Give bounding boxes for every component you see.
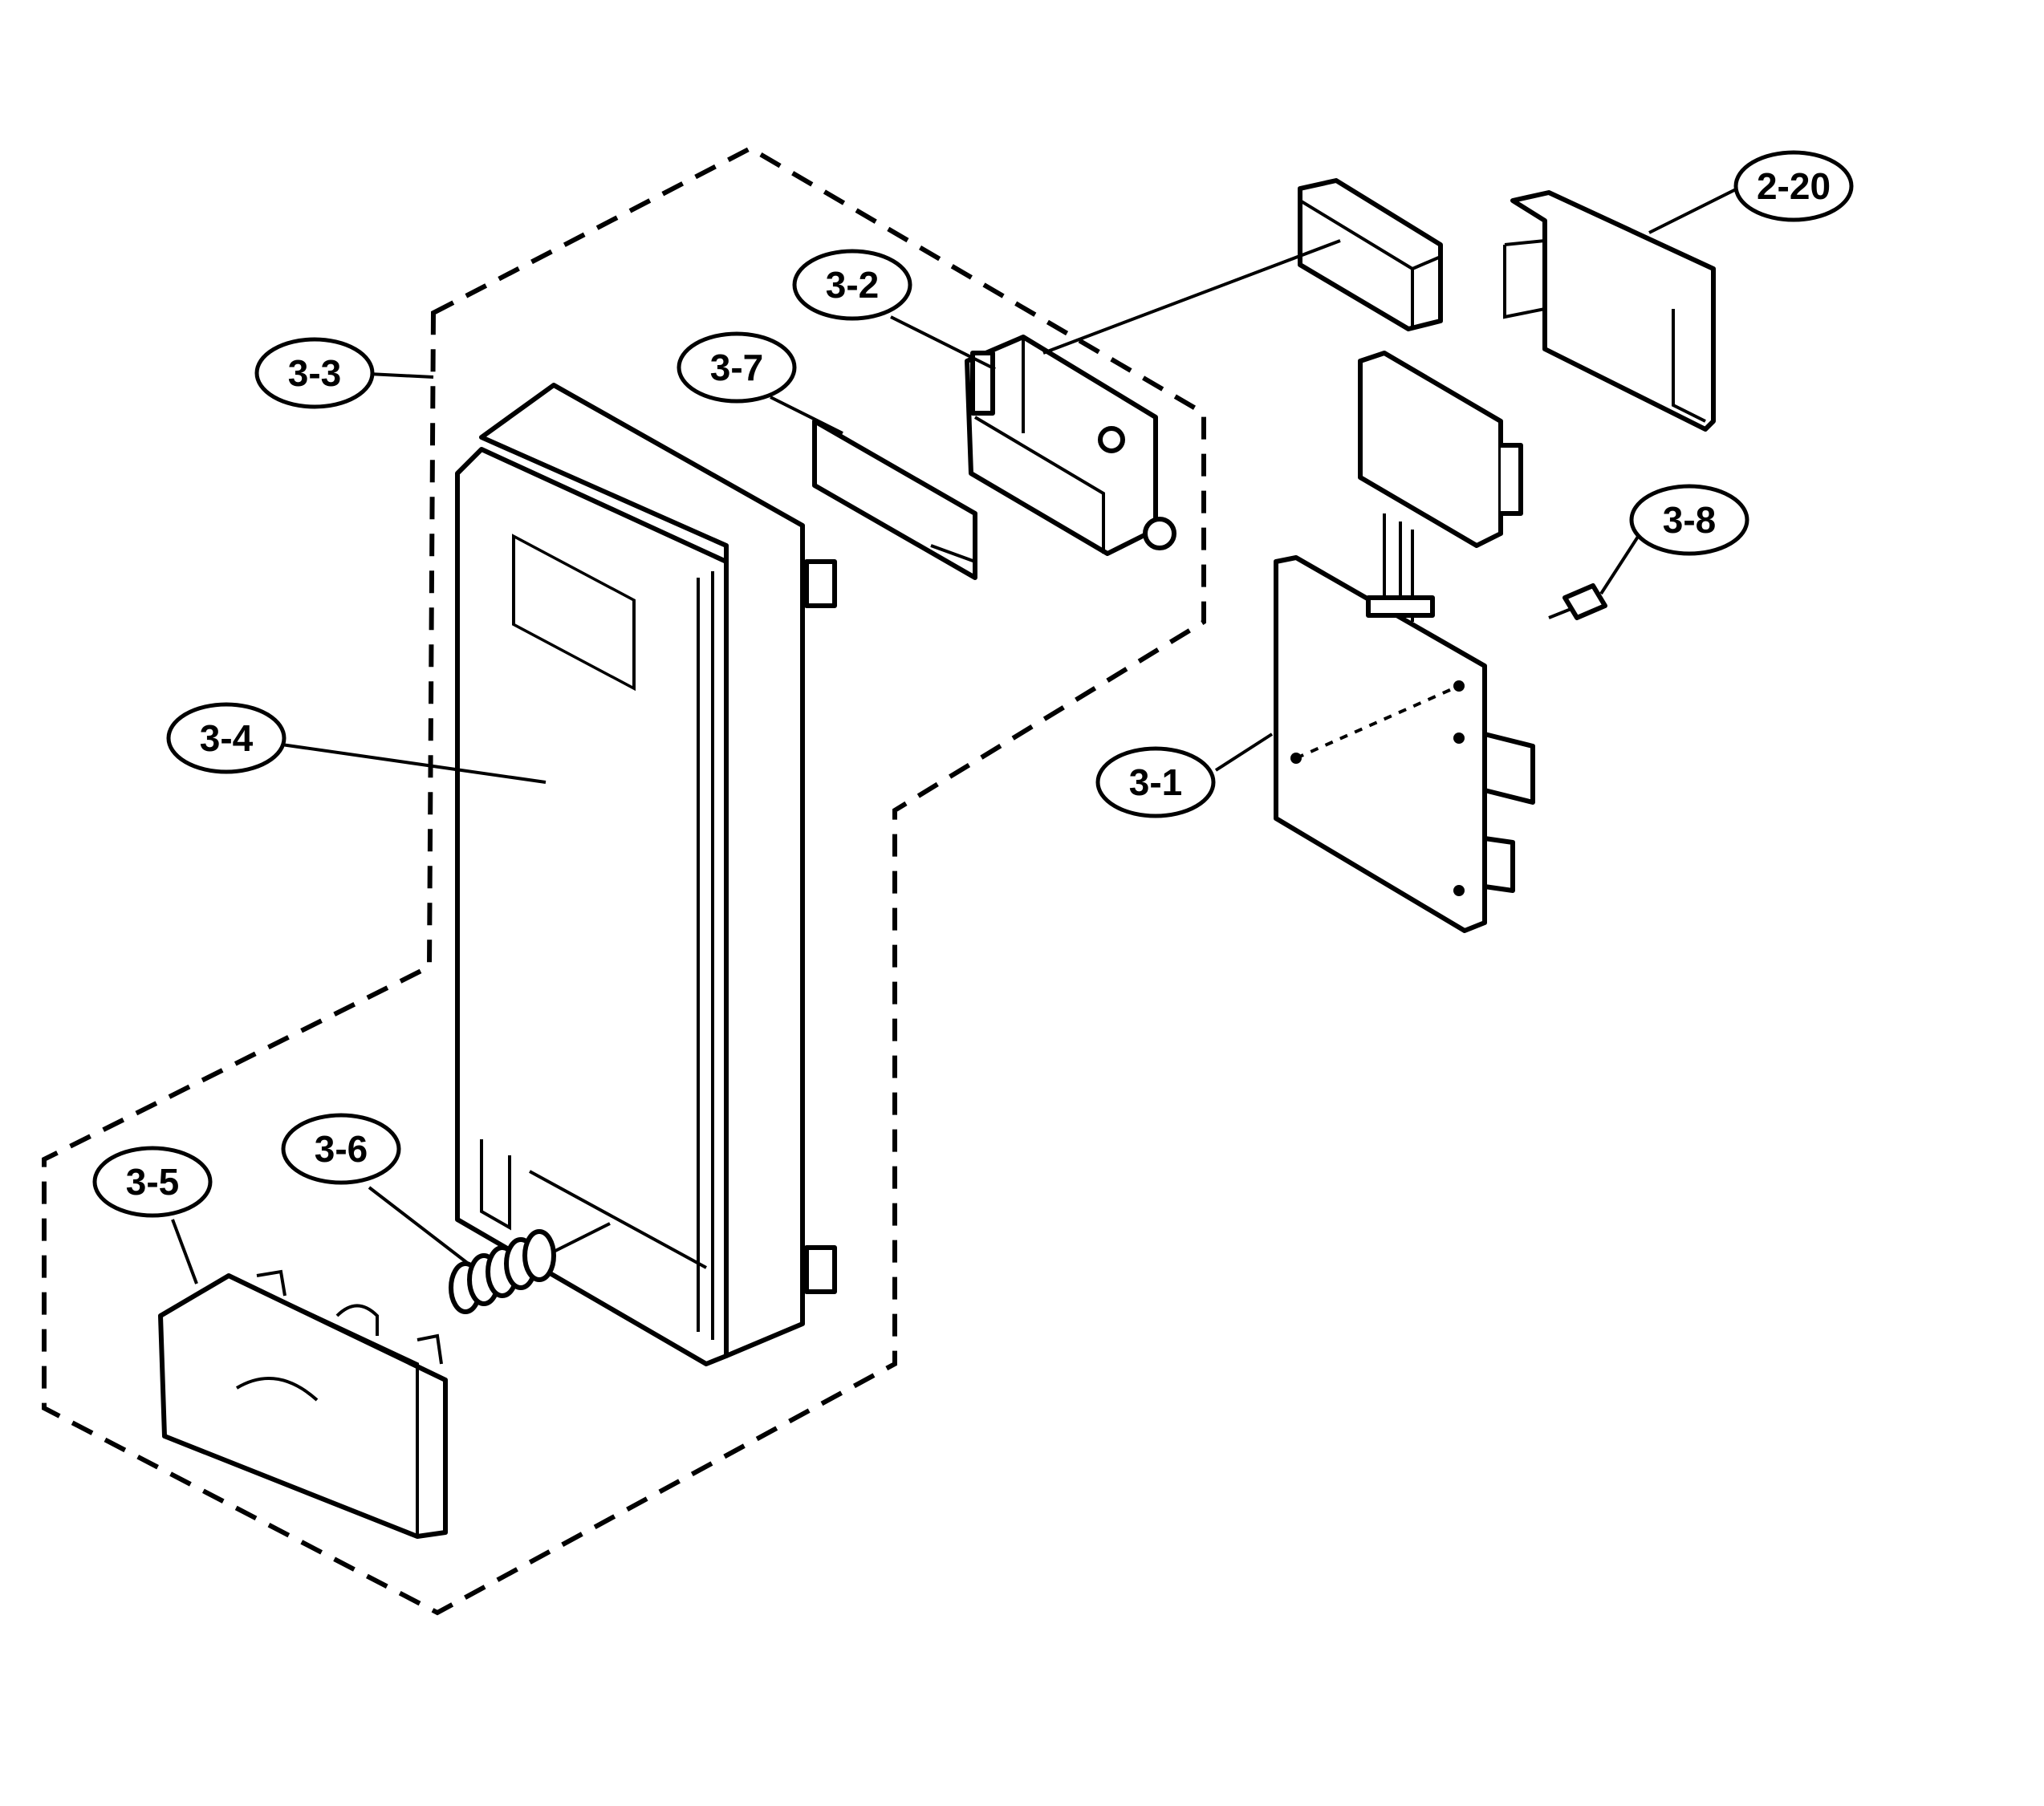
part-bracket-3-2 (965, 335, 1176, 556)
callout-label: 3-3 (288, 352, 341, 394)
callout-label: 2-20 (1757, 165, 1831, 207)
part-screw-3-8 (1548, 583, 1607, 620)
part-display-panel (1358, 351, 1523, 622)
part-display-module (1298, 178, 1443, 331)
callout-label: 3-5 (126, 1161, 179, 1203)
callout-label: 3-6 (315, 1128, 368, 1170)
callout-3-7: 3-7 (677, 331, 797, 404)
part-control-panel-3-4 (455, 383, 837, 1366)
part-spring-3-6 (449, 1222, 611, 1314)
leader-3-5 (171, 1219, 198, 1284)
callout-2-20: 2-20 (1733, 150, 1854, 222)
leader-3-1 (1214, 733, 1274, 772)
callout-3-3: 3-3 (254, 337, 375, 409)
leader-2-20 (1648, 187, 1738, 234)
callout-label: 3-4 (200, 717, 254, 759)
callout-3-1: 3-1 (1095, 746, 1216, 818)
callout-label: 3-2 (826, 264, 879, 306)
leader-display (1042, 239, 1341, 355)
part-cover-2-20 (1503, 190, 1716, 432)
callout-label: 3-8 (1663, 499, 1716, 541)
leader-3-2 (890, 315, 996, 371)
part-plate-3-7 (812, 419, 977, 580)
part-circuit-board-3-1 (1274, 555, 1535, 933)
callout-3-4: 3-4 (166, 702, 286, 774)
callout-label: 3-1 (1129, 761, 1182, 803)
callout-3-2: 3-2 (792, 249, 912, 321)
callout-3-8: 3-8 (1629, 484, 1749, 556)
assembly-boundary-3-3 (42, 145, 1206, 1616)
part-button-block-3-5 (158, 1269, 448, 1539)
leader-3-7 (770, 396, 843, 435)
callout-label: 3-7 (710, 347, 763, 388)
callout-3-5: 3-5 (92, 1146, 213, 1218)
leader-3-6 (368, 1186, 475, 1269)
leader-lines (171, 187, 1738, 1284)
callout-3-6: 3-6 (281, 1113, 401, 1185)
leader-3-4 (264, 741, 547, 784)
